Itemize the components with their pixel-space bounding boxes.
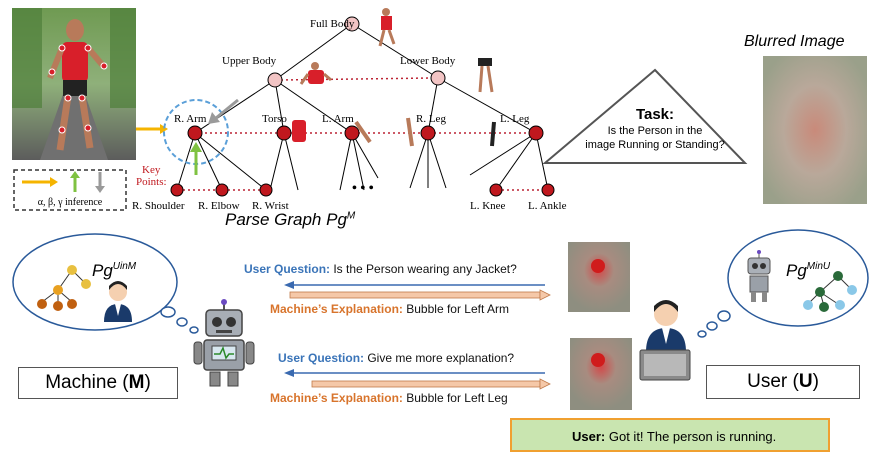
dialog-question-2: User Question: Give me more explanation? xyxy=(278,351,515,365)
label-torso: Torso xyxy=(262,113,287,125)
person-avatar-machine xyxy=(104,281,132,322)
label-r-shoulder: R. Shoulder xyxy=(132,200,185,212)
label-full-body: Full Body xyxy=(310,18,355,30)
robot-avatar-user xyxy=(747,250,771,302)
tree-dotted-links xyxy=(183,77,542,191)
label-lower-body: Lower Body xyxy=(400,55,456,67)
machine-label-box: Machine (M) xyxy=(18,367,178,399)
machine-thought-label: PgUinM xyxy=(92,261,137,280)
task-line-2: image Running or Standing? xyxy=(585,139,725,151)
label-l-arm: L. Arm xyxy=(322,113,354,125)
runner-thumbnails xyxy=(292,8,496,147)
blurred-image xyxy=(763,56,867,204)
machine-robot xyxy=(193,299,255,387)
legend-text: α, β, γ inference xyxy=(38,197,103,208)
label-key-points-2: Points: xyxy=(136,176,167,188)
label-r-wrist: R. Wrist xyxy=(252,200,289,212)
label-r-arm: R. Arm xyxy=(174,113,207,125)
gamma-arrowhead xyxy=(208,112,220,124)
tree-nodes xyxy=(170,16,555,197)
user-mini-tree xyxy=(803,271,857,312)
user-thought-label: PgMinU xyxy=(786,261,831,280)
gamma-arrow xyxy=(215,98,239,120)
dialog-arrows xyxy=(284,281,551,390)
confirmation-text: User: Got it! The person is running. xyxy=(572,429,777,444)
dialog-question-1: User Question: Is the Person wearing any… xyxy=(244,262,517,276)
label-l-leg: L. Leg xyxy=(500,113,530,125)
user-confirmation-box: User: Got it! The person is running. xyxy=(510,418,830,452)
runner-photo xyxy=(12,8,136,160)
task-text: Task: Is the Person in the image Running… xyxy=(570,106,740,152)
alpha-arrowhead xyxy=(160,124,168,134)
label-l-ankle: L. Ankle xyxy=(528,200,567,212)
dialog-thumbnail-2 xyxy=(570,338,632,410)
legend-arrows xyxy=(22,171,105,193)
dialog-answer-2: Machine’s Explanation: Bubble for Left L… xyxy=(270,391,508,405)
tree-edges xyxy=(176,23,549,191)
parse-graph-title: Parse Graph PgM xyxy=(225,210,356,229)
label-l-knee: L. Knee xyxy=(470,200,506,212)
label-ellipsis: • • • xyxy=(352,181,374,196)
dialog-thumbnail-1 xyxy=(568,242,630,312)
user-label-box: User (U) xyxy=(706,365,860,399)
thumbnail-1-focus xyxy=(591,259,605,273)
machine-mini-tree xyxy=(37,265,91,311)
label-upper-body: Upper Body xyxy=(222,55,277,67)
label-key-points-1: Key xyxy=(142,164,161,176)
blurred-image-title: Blurred Image xyxy=(744,33,845,50)
task-title: Task: xyxy=(635,106,675,123)
label-r-leg: R. Leg xyxy=(416,113,446,125)
task-line-1: Is the Person in the xyxy=(607,125,703,137)
legend-box xyxy=(13,169,127,211)
thumbnail-2-focus xyxy=(591,353,605,367)
beta-arrowhead xyxy=(190,142,202,152)
user-thought-cloud xyxy=(697,229,869,338)
user-person xyxy=(639,300,691,381)
task-triangle xyxy=(542,68,748,164)
label-r-elbow: R. Elbow xyxy=(198,200,240,212)
dialog-answer-1: Machine’s Explanation: Bubble for Left A… xyxy=(270,302,509,316)
